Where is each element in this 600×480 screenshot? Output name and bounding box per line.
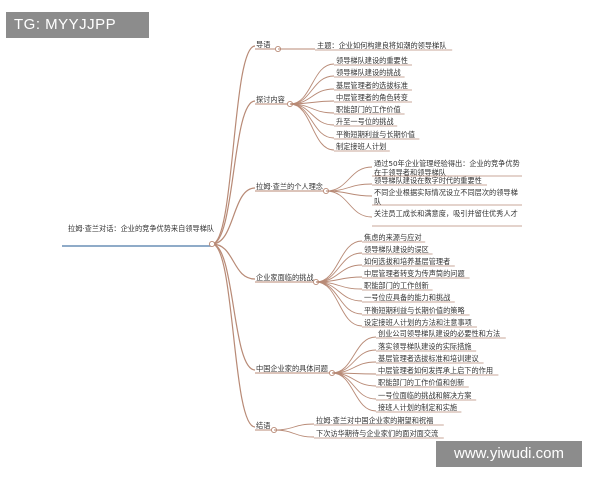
leaf-item: 领导梯队建设在数字时代的重要性 <box>374 176 482 185</box>
leaf-connector <box>325 166 373 192</box>
branch-connector <box>211 243 256 371</box>
leaf-item: 升至一号位的挑战 <box>336 117 394 126</box>
leaf-item: 中层管理者的角色转变 <box>336 93 408 102</box>
leaf-item: 领导梯队建设的重要性 <box>336 56 408 65</box>
leaf-item: 如何选拔和培养基层管理者 <box>364 257 451 266</box>
leaf-item: 领导梯队建设的误区 <box>364 245 429 254</box>
leaf-connector <box>331 336 377 374</box>
leaf-item: 职能部门的工作价值和创新 <box>378 378 465 387</box>
branch-connector <box>211 100 256 245</box>
leaf-item: 下次访华期待与企业家们的面对面交流 <box>316 429 439 438</box>
watermark-bottom-right: www.yiwudi.com <box>436 441 582 467</box>
leaf-item: 创业公司领导梯队建设的必要性和方法 <box>378 329 501 338</box>
leaf-item: 中层管理者如何发挥承上启下的作用 <box>378 366 494 375</box>
leaf-connector <box>315 281 363 327</box>
leaf-item: 职能部门的工作创新 <box>364 281 429 290</box>
branch-connector <box>211 45 256 245</box>
root-topic: 拉姆·查兰对话：企业的竞争优势来自领导梯队 <box>68 224 215 233</box>
leaf-connector <box>289 75 335 105</box>
leaf-item: 制定接班人计划 <box>336 142 387 151</box>
branch-connector <box>211 187 256 245</box>
branch-label: 结语 <box>256 421 271 430</box>
leaf-connector <box>289 103 335 139</box>
branch-label: 中国企业家的具体问题 <box>256 364 328 373</box>
branch-label: 导语 <box>256 40 271 49</box>
leaf-item: 职能部门的工作价值 <box>336 105 401 114</box>
leaf-connector <box>289 63 335 105</box>
leaf-item: 一号位应具备的能力和挑战 <box>364 293 451 302</box>
leaf-item: 设定接班人计划的方法和注意事项 <box>364 318 472 327</box>
leaf-connector <box>315 240 363 283</box>
leaf-connector <box>331 349 377 374</box>
leaf-item: 接班人计划的制定和实施 <box>378 403 458 412</box>
leaf-connector <box>331 372 377 412</box>
leaf-connector <box>289 103 335 126</box>
leaf-item: 一号位面临的挑战和解决方案 <box>378 391 472 400</box>
watermark-top-left: TG: MYYJJPP <box>6 12 149 38</box>
leaf-item: 中层管理者转变为传声筒的问题 <box>364 269 465 278</box>
branch-connector <box>211 243 256 428</box>
leaf-item: 通过50年企业管理经验得出：企业的竞争优势在于领导者和领导梯队 <box>374 159 520 177</box>
leaf-item: 平衡短期利益与长期价值的策略 <box>364 306 465 315</box>
leaf-item: 焦虑的来源与应对 <box>364 233 422 242</box>
leaf-item: 平衡短期利益与长期价值 <box>336 130 416 139</box>
leaf-item: 不同企业根据实际情况设立不同层次的领导梯队 <box>374 188 518 206</box>
branch-label: 拉姆·查兰的个人理念 <box>256 182 323 191</box>
leaf-item: 基层管理者的选拔标准 <box>336 81 408 90</box>
root-node-dot <box>208 240 216 248</box>
branch-label: 企业家面临的挑战 <box>256 273 314 282</box>
leaf-connector <box>325 190 373 218</box>
leaf-connector <box>331 372 377 400</box>
leaf-connector <box>331 372 377 387</box>
leaf-item: 领导梯队建设的挑战 <box>336 68 401 77</box>
leaf-item: 拉姆·查兰对中国企业家的期望和祝福 <box>316 416 434 425</box>
leaf-item: 主题：企业如何构建良将如潮的领导梯队 <box>317 41 447 50</box>
leaf-connector <box>273 429 315 438</box>
branch-connector <box>211 243 256 280</box>
branch-label: 探讨内容 <box>256 95 285 104</box>
leaf-item: 落实领导梯队建设的实际措施 <box>378 342 472 351</box>
leaf-connector <box>289 88 335 105</box>
leaf-item: 关注员工成长和满意度，吸引并留住优秀人才 <box>374 209 518 218</box>
leaf-item: 基层管理者选拔标准和培训建议 <box>378 354 479 363</box>
leaf-connector <box>315 281 363 315</box>
leaf-connector <box>289 103 335 151</box>
leaf-connector <box>273 423 315 431</box>
